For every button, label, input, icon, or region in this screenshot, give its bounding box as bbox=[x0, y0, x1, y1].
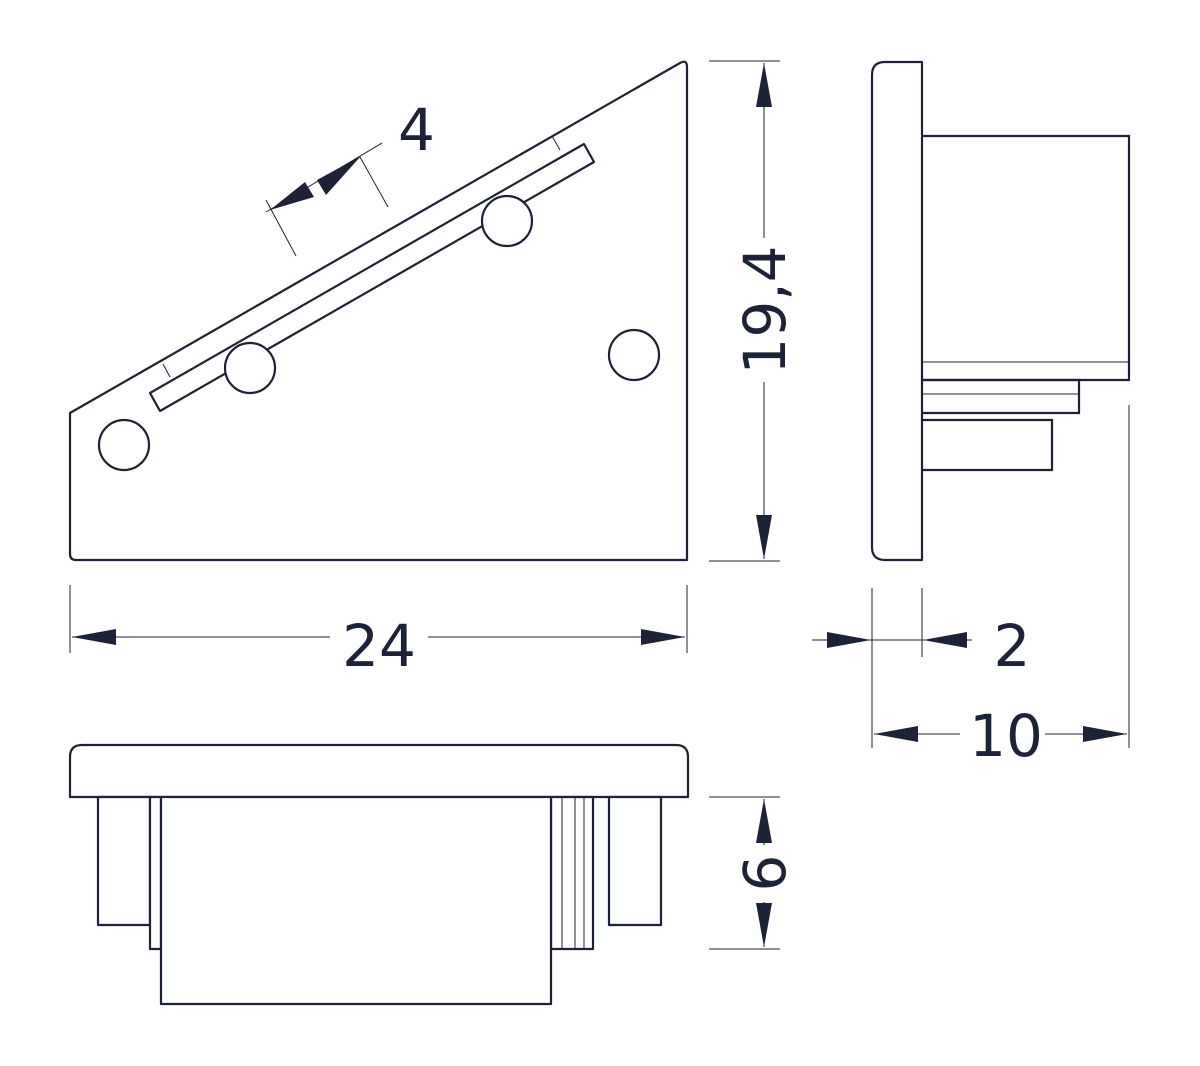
dim-depth: 10 bbox=[874, 405, 1130, 770]
dim-slot-width: 4 bbox=[265, 96, 435, 257]
dim-insert-depth: 6 bbox=[709, 796, 799, 950]
dim-width: 24 bbox=[69, 585, 688, 680]
dim-height-label: 19,4 bbox=[731, 245, 799, 374]
dim-insert-arrow-bottom bbox=[756, 903, 772, 947]
dim-width-arrow-left bbox=[72, 629, 116, 645]
dim-slot-arrow-1 bbox=[270, 182, 314, 210]
dim-lip-thickness: 2 bbox=[812, 588, 1030, 748]
dim-depth-label: 10 bbox=[969, 702, 1043, 770]
pin-slot-right bbox=[480, 194, 534, 248]
side-tab-outline bbox=[922, 418, 1054, 472]
bottom-leg-right bbox=[607, 795, 663, 927]
dim-insert-label: 6 bbox=[731, 855, 799, 892]
dim-height-arrow-top bbox=[756, 63, 772, 107]
dim-width-label: 24 bbox=[342, 612, 416, 680]
pin-hole-left bbox=[97, 418, 151, 472]
pin-slot-left bbox=[223, 341, 277, 395]
dim-depth-arrow-right bbox=[1083, 726, 1127, 742]
dim-depth-arrow-left bbox=[874, 726, 918, 742]
dim-width-arrow-right bbox=[641, 629, 685, 645]
dim-lip-arrow-right bbox=[923, 632, 967, 648]
front-plate-outline bbox=[68, 60, 689, 562]
bottom-leg-left-inner bbox=[148, 795, 163, 951]
front-view bbox=[68, 60, 689, 562]
bottom-leg-left bbox=[96, 795, 152, 927]
dim-slot-label: 4 bbox=[398, 96, 435, 164]
bottom-leg-right-inner bbox=[549, 795, 595, 951]
bottom-cap-outline bbox=[68, 743, 690, 799]
slot-tick-right bbox=[551, 135, 561, 151]
dim-slot-ext-1 bbox=[265, 199, 297, 257]
dim-slot-arrow-2 bbox=[317, 156, 361, 195]
side-body-outline bbox=[922, 134, 1131, 382]
bottom-body bbox=[159, 795, 553, 1006]
dim-lip-arrow-left bbox=[827, 632, 871, 648]
side-step-outline bbox=[922, 378, 1081, 415]
side-view bbox=[870, 60, 1131, 562]
dim-height-arrow-bottom bbox=[756, 515, 772, 559]
side-lip-outline bbox=[870, 60, 924, 562]
dim-insert-arrow-top bbox=[756, 799, 772, 843]
dim-slot-ext-2 bbox=[359, 156, 389, 208]
dim-lip-label: 2 bbox=[994, 612, 1031, 680]
dim-height: 19,4 bbox=[709, 60, 799, 562]
slot-tick-left bbox=[162, 363, 171, 378]
bottom-view bbox=[68, 743, 690, 1006]
pin-hole-right bbox=[607, 328, 661, 382]
